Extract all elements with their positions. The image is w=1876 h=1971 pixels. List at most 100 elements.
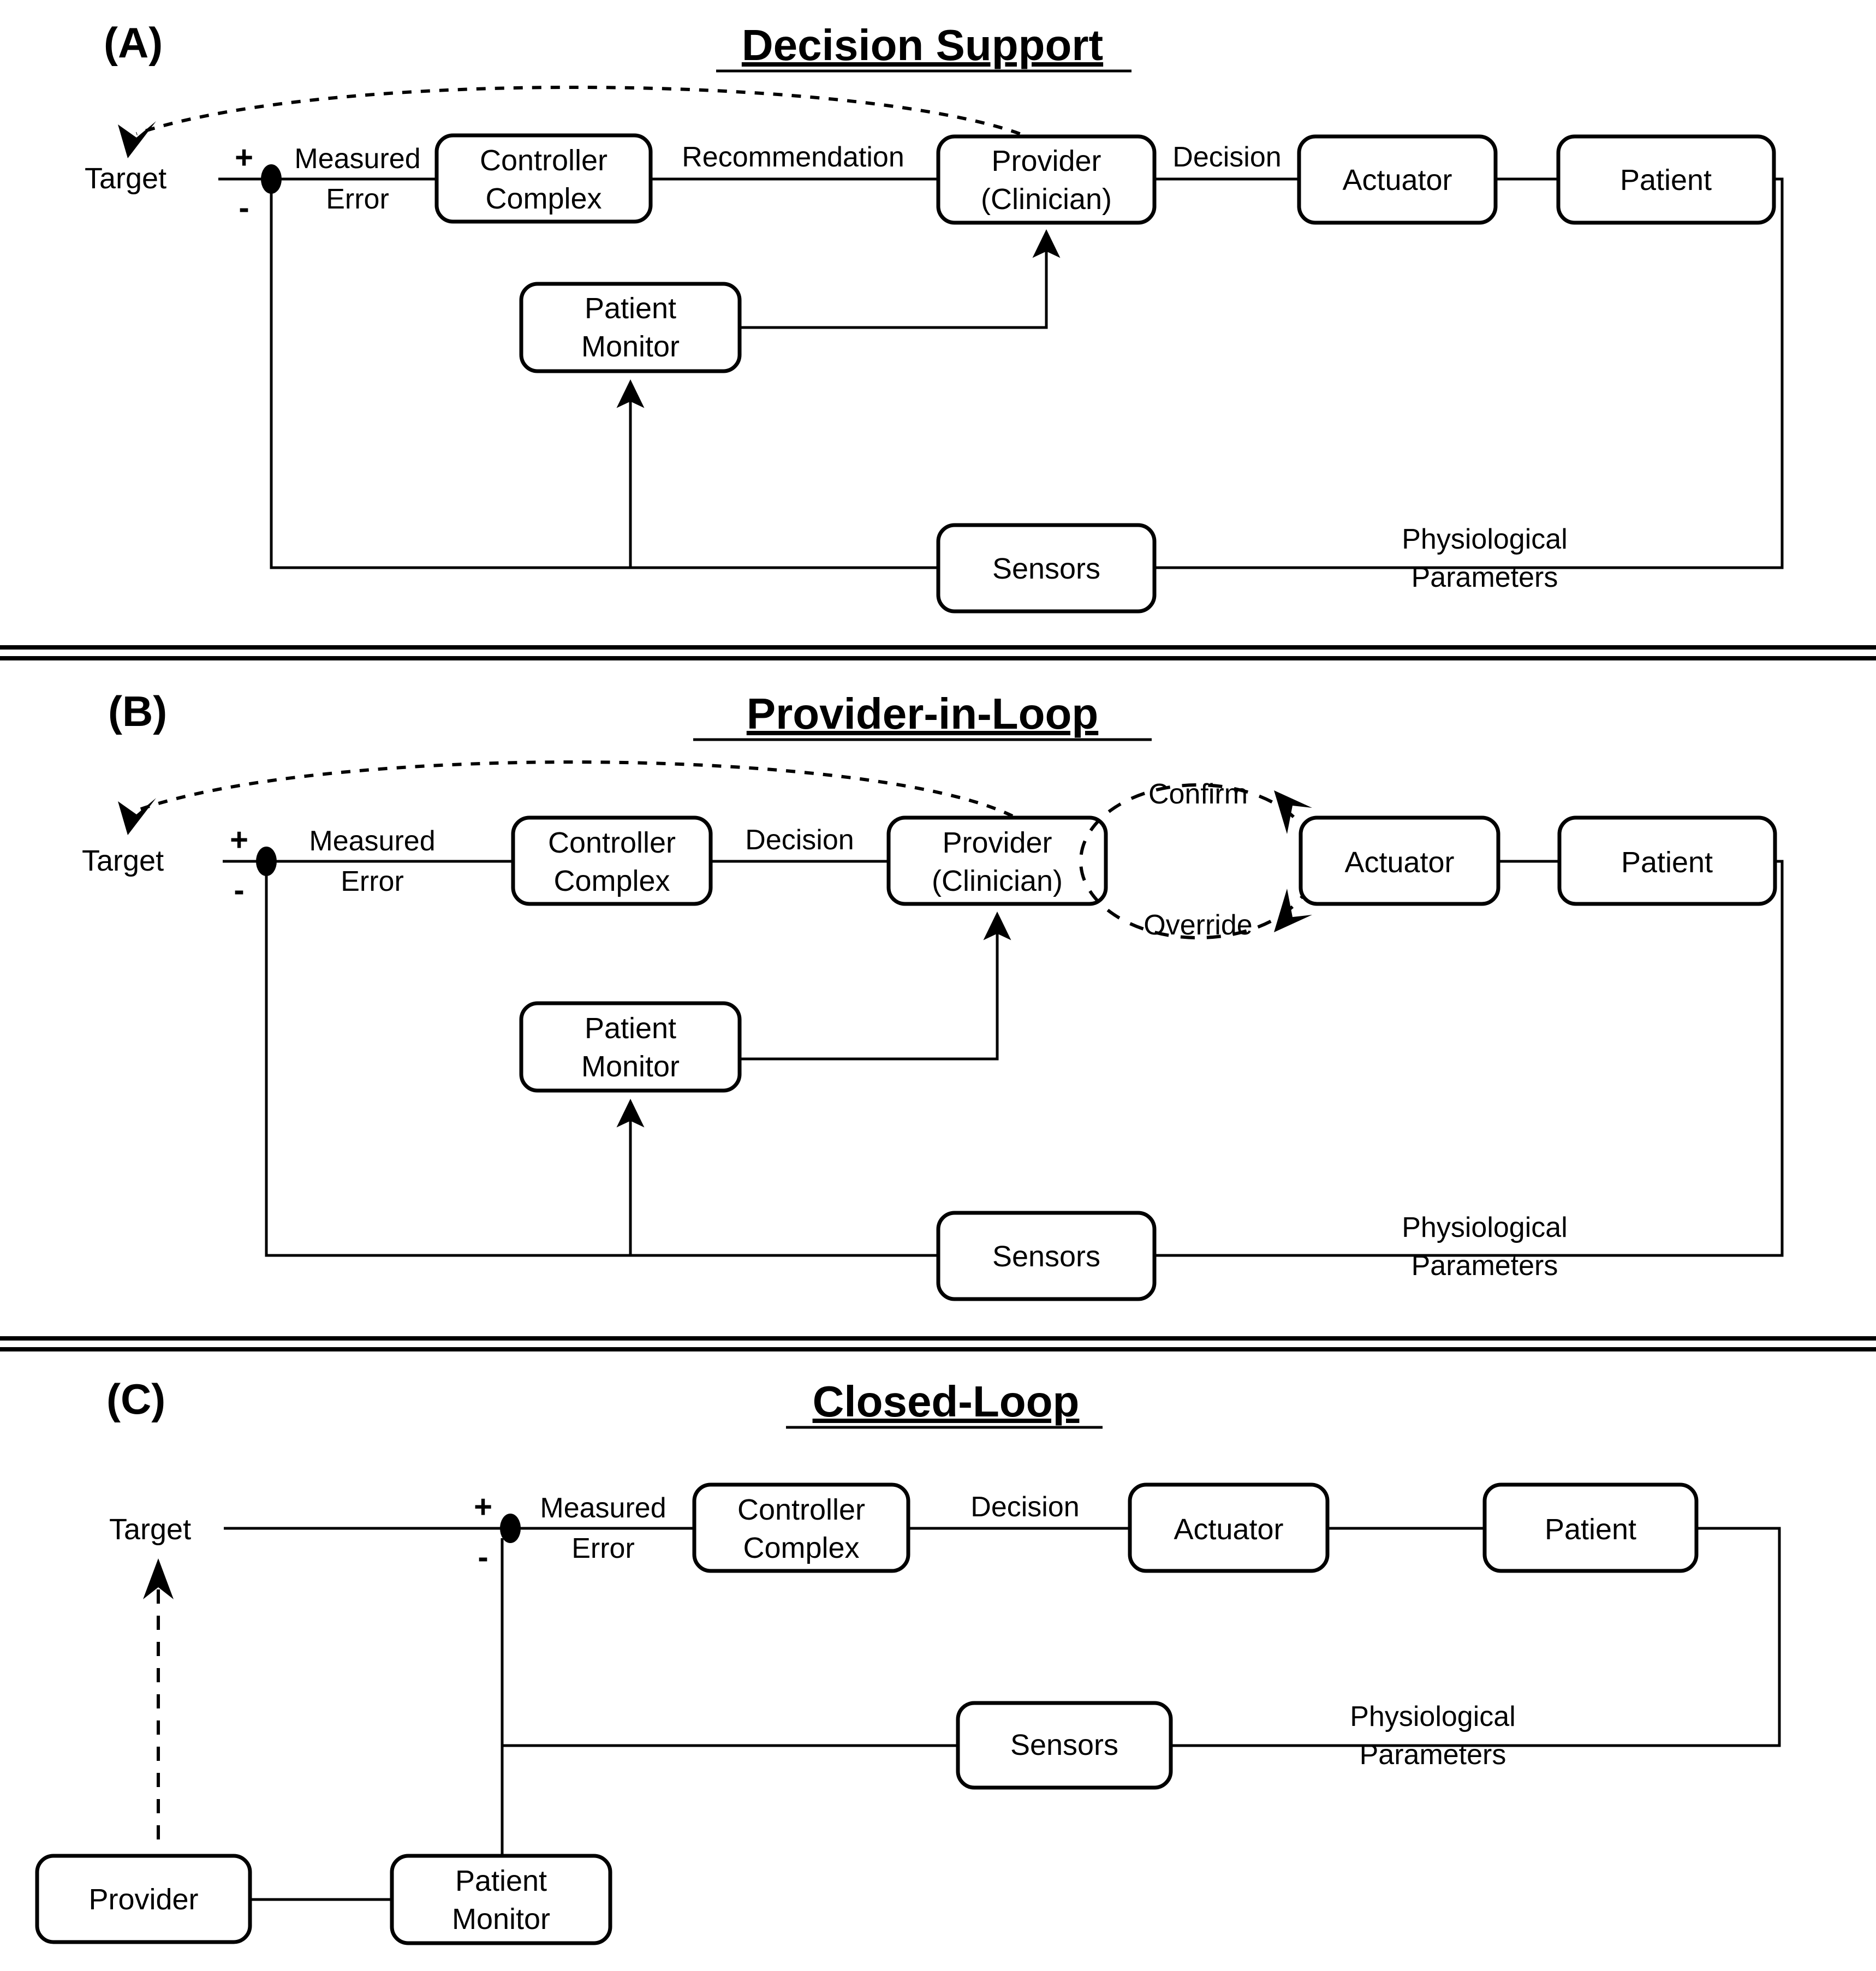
panel-a-physio-label-2: Parameters <box>1412 562 1558 593</box>
panel-c-minus-sign: - <box>478 1539 488 1575</box>
panel-a-sensors-label: Sensors <box>992 552 1100 585</box>
panel-b-sensors-label: Sensors <box>992 1240 1100 1273</box>
panel-c-node-sensors: Sensors <box>956 1701 1173 1790</box>
panel-a-actuator-label: Actuator <box>1342 164 1452 196</box>
panel-b-node-actuator: Actuator <box>1299 815 1500 906</box>
panel-a-node-actuator: Actuator <box>1297 134 1498 225</box>
panel-b-decision-label: Decision <box>745 824 854 856</box>
panel-a-controller-label-1: Controller <box>480 144 608 177</box>
panel-a-patient-monitor-label-1: Patient <box>585 292 676 325</box>
panel-a-recommendation-label: Recommendation <box>682 141 904 173</box>
panel-b-controller-label-2: Complex <box>553 865 670 897</box>
panel-c-node-patient-monitor: Patient Monitor <box>390 1854 612 1945</box>
panel-c-actuator-label: Actuator <box>1174 1513 1283 1546</box>
panel-a-patient-label: Patient <box>1620 164 1712 196</box>
panel-c-physio-label-1: Physiological <box>1350 1701 1516 1732</box>
panel-c-plus-sign: + <box>474 1489 492 1525</box>
panel-a-plus-sign: + <box>235 140 253 175</box>
panel-divider-1 <box>0 645 1876 660</box>
panel-c-physio-label-2: Parameters <box>1360 1739 1506 1771</box>
panel-a-target-feedback-arrow <box>136 85 1038 142</box>
panel-a-controller-label-2: Complex <box>485 182 601 215</box>
panel-b-override-arrowhead <box>1274 889 1312 932</box>
panel-b-node-provider: Provider (Clinician) <box>886 815 1108 906</box>
panel-a-physio-label-1: Physiological <box>1402 523 1568 555</box>
panel-a-node-controller: Controller Complex <box>434 133 653 224</box>
panel-a-error-label-2: Error <box>326 183 389 215</box>
panel-c-provider-to-target-arrowhead <box>143 1558 174 1599</box>
panel-b-confirm-arrowhead <box>1274 790 1312 834</box>
panel-c-patient-monitor-label-1: Patient <box>455 1865 547 1897</box>
panel-c-patient-monitor-label-2: Monitor <box>452 1903 550 1936</box>
panel-b-provider-box <box>886 815 1108 906</box>
panel-c-provider-label: Provider <box>88 1883 198 1916</box>
panel-c-node-provider: Provider <box>35 1854 252 1944</box>
panel-b-node-sensors: Sensors <box>936 1211 1157 1301</box>
panel-divider-2 <box>0 1336 1876 1351</box>
panel-c-decision-label: Decision <box>970 1491 1079 1523</box>
panel-c-sensors-label: Sensors <box>1010 1729 1118 1761</box>
panel-c-node-patient: Patient <box>1482 1482 1699 1573</box>
panel-c-error-label-1: Measured <box>540 1492 666 1524</box>
panel-b-provider-label-2: (Clinician) <box>932 865 1063 897</box>
panel-b-target-label: Target <box>82 844 164 877</box>
panel-a-provider-label-1: Provider <box>991 145 1101 177</box>
panel-a-feedback-to-junction-wire <box>270 188 938 569</box>
panel-a-error-label-1: Measured <box>294 143 420 175</box>
panel-a-target-label: Target <box>85 162 166 195</box>
panel-c-patient-label: Patient <box>1545 1513 1636 1546</box>
panel-c-controller-label-2: Complex <box>743 1532 859 1564</box>
panel-b-provider-label-1: Provider <box>942 826 1052 859</box>
panel-c: (C) Closed-Loop Target + - Measured Erro… <box>35 1375 1781 1945</box>
panel-a-monitor-to-provider-wire <box>740 229 1061 329</box>
panel-b-physio-label-1: Physiological <box>1402 1212 1568 1243</box>
panel-c-letter: (C) <box>106 1375 165 1423</box>
panel-b-plus-sign: + <box>230 822 248 858</box>
panel-b-patient-monitor-box <box>519 1001 742 1093</box>
panel-a-node-patient: Patient <box>1556 134 1776 225</box>
panel-a-node-patient-monitor: Patient Monitor <box>519 282 742 373</box>
panel-b-patient-monitor-label-2: Monitor <box>581 1050 680 1083</box>
panel-a-patient-monitor-label-2: Monitor <box>581 330 680 363</box>
panel-b-node-patient: Patient <box>1557 815 1777 906</box>
panel-c-controller-label-1: Controller <box>737 1493 865 1526</box>
panel-c-title: Closed-Loop <box>813 1377 1080 1426</box>
panel-b-summing-junction <box>256 847 277 876</box>
panel-b-physio-return-wire <box>1154 860 1784 1257</box>
panel-b-node-patient-monitor: Patient Monitor <box>519 1001 742 1093</box>
panel-b-monitor-to-provider-wire <box>740 912 1011 1061</box>
panel-b-minus-sign: - <box>234 872 244 908</box>
panel-a-node-provider: Provider (Clinician) <box>936 134 1157 225</box>
panel-b-letter: (B) <box>108 687 167 735</box>
panel-b-physio-label-2: Parameters <box>1412 1250 1558 1282</box>
panel-c-physio-return-wire <box>1171 1527 1781 1747</box>
panel-a-physio-return-wire <box>1154 177 1784 569</box>
panel-a-minus-sign: - <box>239 190 249 225</box>
panel-a-title: Decision Support <box>742 21 1103 69</box>
panel-b-title: Provider-in-Loop <box>747 689 1098 738</box>
panel-b: (B) Provider-in-Loop Target + - Measured… <box>82 687 1784 1301</box>
panel-b-confirm-label: Confirm <box>1148 778 1248 810</box>
panel-a-summing-junction <box>261 164 282 194</box>
panel-b-error-label-1: Measured <box>309 825 435 857</box>
panel-a-provider-label-2: (Clinician) <box>981 183 1112 216</box>
panel-b-node-controller: Controller Complex <box>511 815 713 906</box>
panel-c-node-actuator: Actuator <box>1128 1482 1330 1573</box>
panel-b-error-label-2: Error <box>341 866 404 897</box>
panel-b-feedback-to-junction-wire <box>265 871 938 1257</box>
panel-c-target-label: Target <box>109 1513 191 1546</box>
panel-a: (A) Decision Support Target + - Measured… <box>85 19 1784 614</box>
panel-b-controller-label-1: Controller <box>548 826 676 859</box>
panel-b-override-label: Override <box>1144 909 1252 941</box>
panel-a-target-feedback-arrowhead <box>118 121 156 158</box>
panel-b-actuator-label: Actuator <box>1344 846 1454 879</box>
panel-a-letter: (A) <box>104 19 163 67</box>
panel-c-error-label-2: Error <box>571 1533 635 1564</box>
panel-b-patient-monitor-label-1: Patient <box>585 1012 676 1045</box>
panel-c-node-controller: Controller Complex <box>692 1482 910 1573</box>
panel-b-patient-label: Patient <box>1621 846 1713 879</box>
panel-a-node-sensors: Sensors <box>936 523 1157 614</box>
panel-a-decision-label: Decision <box>1172 141 1281 173</box>
